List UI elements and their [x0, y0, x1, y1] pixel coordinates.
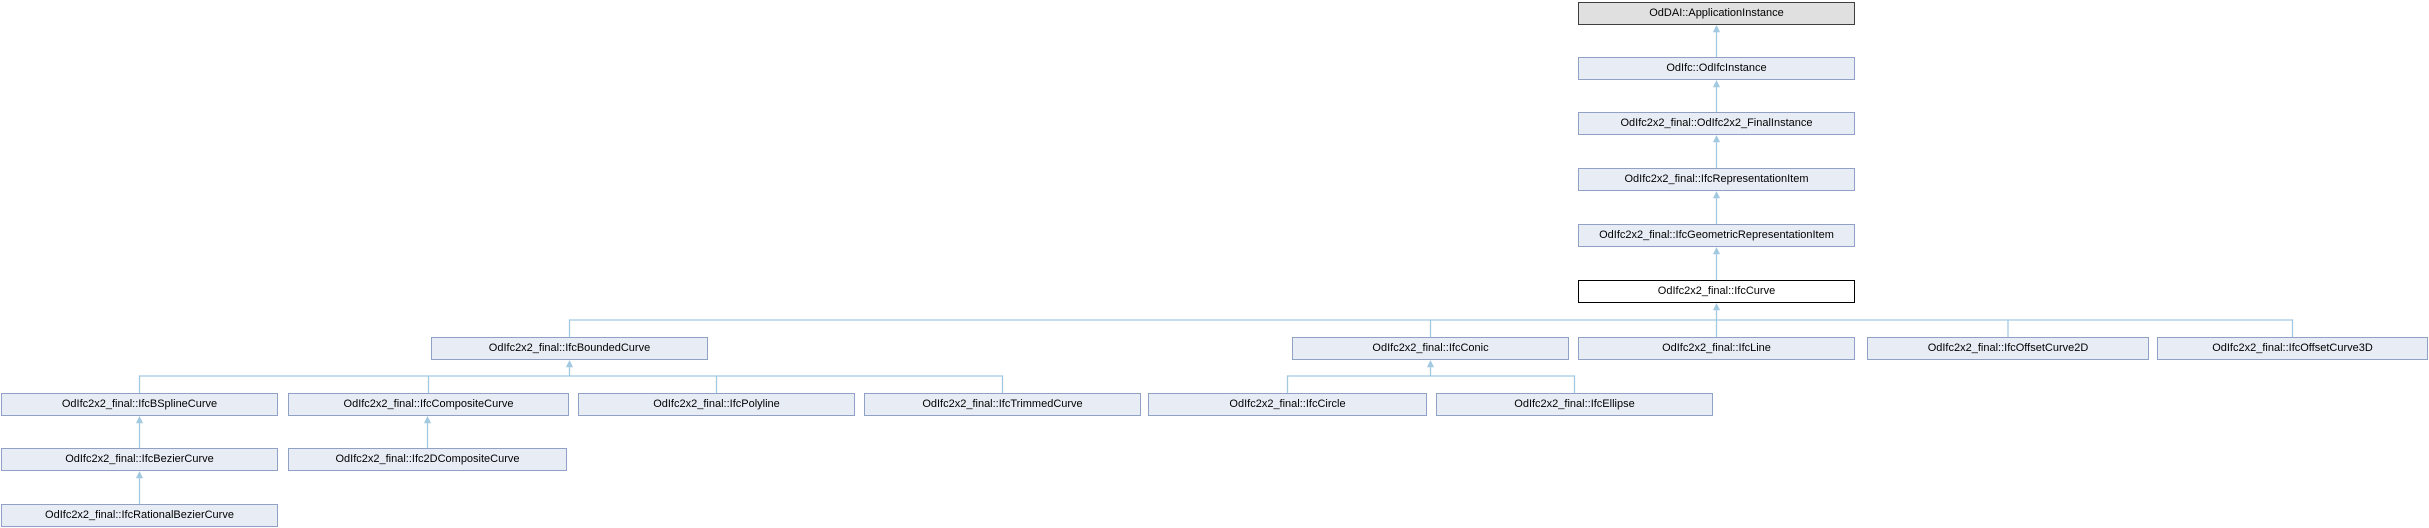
node-ifc2dcompositecurve[interactable]: OdIfc2x2_final::Ifc2DCompositeCurve — [288, 448, 567, 471]
node-ifcrationalbeziercurve[interactable]: OdIfc2x2_final::IfcRationalBezierCurve — [1, 504, 278, 527]
node-ifcbsplinecurve[interactable]: OdIfc2x2_final::IfcBSplineCurve — [1, 393, 278, 416]
node-ifccompositecurve[interactable]: OdIfc2x2_final::IfcCompositeCurve — [288, 393, 569, 416]
node-ifcbeziercurve[interactable]: OdIfc2x2_final::IfcBezierCurve — [1, 448, 278, 471]
node-odifc2x2-finalinstance[interactable]: OdIfc2x2_final::OdIfc2x2_FinalInstance — [1578, 112, 1855, 135]
node-ifctrimmedcurve[interactable]: OdIfc2x2_final::IfcTrimmedCurve — [864, 393, 1141, 416]
node-oddai-applicationinstance: OdDAI::ApplicationInstance — [1578, 2, 1855, 25]
node-ifcconic[interactable]: OdIfc2x2_final::IfcConic — [1292, 337, 1569, 360]
node-ifcline[interactable]: OdIfc2x2_final::IfcLine — [1578, 337, 1855, 360]
node-ifcellipse[interactable]: OdIfc2x2_final::IfcEllipse — [1436, 393, 1713, 416]
node-odifc-odifcinstance[interactable]: OdIfc::OdIfcInstance — [1578, 57, 1855, 80]
node-ifcgeometricrepresentationitem[interactable]: OdIfc2x2_final::IfcGeometricRepresentati… — [1578, 224, 1855, 247]
node-ifcpolyline[interactable]: OdIfc2x2_final::IfcPolyline — [578, 393, 855, 416]
node-ifcboundedcurve[interactable]: OdIfc2x2_final::IfcBoundedCurve — [431, 337, 708, 360]
node-ifccircle[interactable]: OdIfc2x2_final::IfcCircle — [1148, 393, 1427, 416]
node-ifcoffsetcurve2d[interactable]: OdIfc2x2_final::IfcOffsetCurve2D — [1867, 337, 2149, 360]
node-ifcoffsetcurve3d[interactable]: OdIfc2x2_final::IfcOffsetCurve3D — [2157, 337, 2428, 360]
node-ifccurve-current: OdIfc2x2_final::IfcCurve — [1578, 280, 1855, 303]
node-ifcrepresentationitem[interactable]: OdIfc2x2_final::IfcRepresentationItem — [1578, 168, 1855, 191]
